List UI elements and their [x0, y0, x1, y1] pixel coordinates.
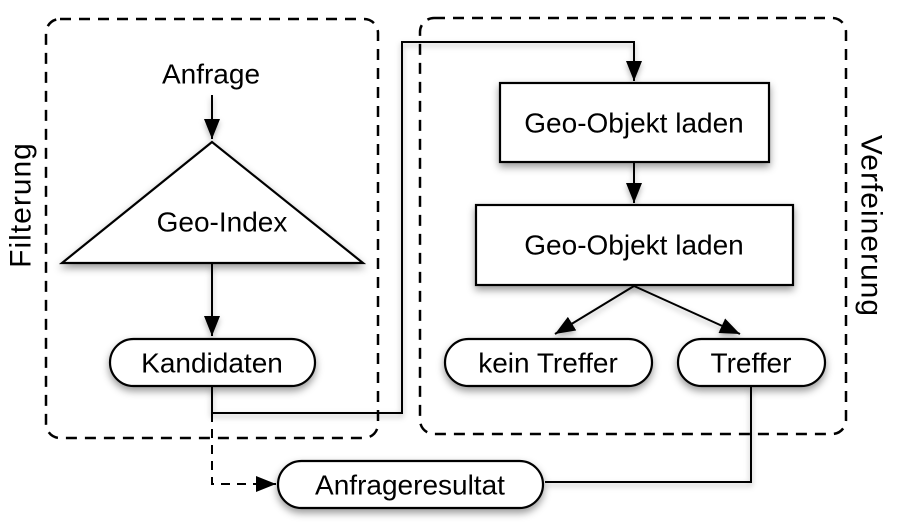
geo-index-triangle [58, 140, 367, 265]
treffer-pill [676, 337, 827, 388]
filterung-section-box [44, 17, 380, 440]
verfeinerung-section-label: Verfeinerung [855, 135, 888, 317]
anfrage-label: Anfrage [162, 59, 260, 90]
anfrageresultat-label: Anfrageresultat [315, 470, 505, 501]
kandidaten-pill [108, 337, 317, 388]
kein-treffer-label: kein Treffer [478, 348, 618, 379]
kandidaten-label: Kandidaten [141, 348, 283, 379]
geo-objekt-laden-2-label: Geo-Objekt laden [524, 230, 743, 261]
filterung-section-label: Filterung [5, 142, 38, 268]
edge-laden2-to-treffer [633, 285, 741, 335]
edge-kandidaten-to-laden1 [211, 41, 642, 414]
edge-laden2-to-keintreffer [554, 285, 635, 335]
geo-objekt-laden-1-label: Geo-Objekt laden [524, 108, 743, 139]
kein-treffer-pill [443, 337, 654, 388]
geo-objekt-laden-1-box [498, 81, 771, 164]
geo-objekt-laden-2-box [474, 203, 795, 287]
edge-kandidaten-to-anfrageresultat-dashed [211, 413, 276, 492]
edge-treffer-to-anfrageresultat [545, 387, 752, 483]
anfrageresultat-pill [276, 459, 545, 510]
verfeinerung-section-box [418, 16, 848, 436]
treffer-label: Treffer [711, 348, 792, 379]
geo-index-label: Geo-Index [157, 207, 288, 238]
